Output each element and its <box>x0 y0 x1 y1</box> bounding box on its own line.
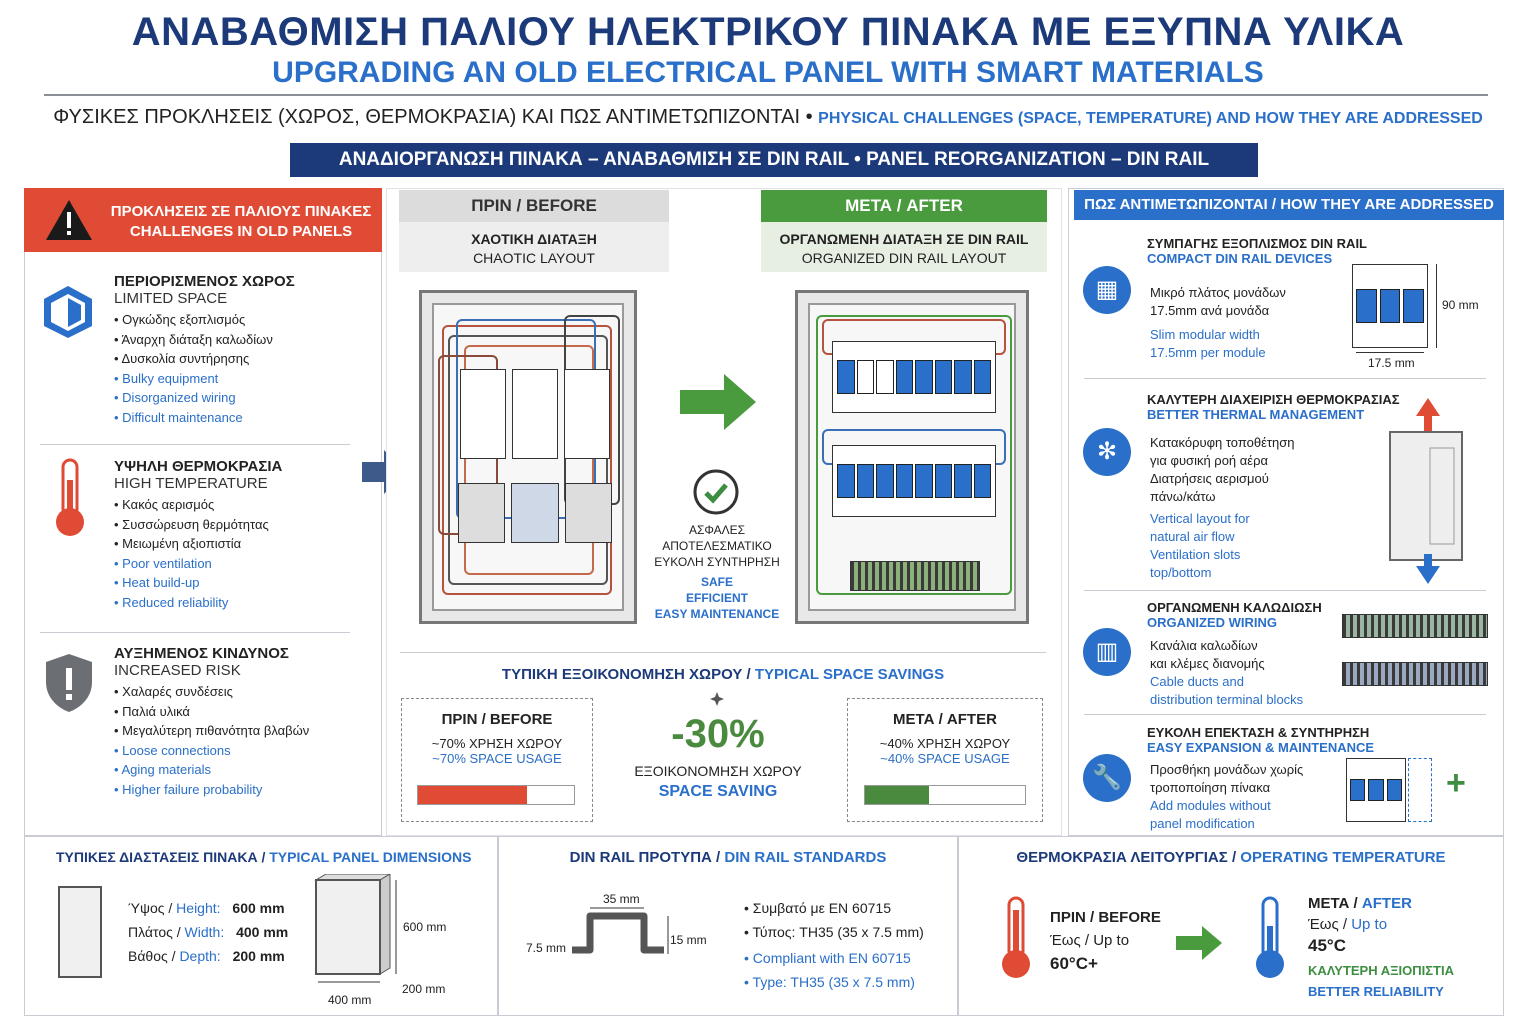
temperature-panel <box>958 836 1504 1016</box>
after-cabinet <box>795 290 1029 624</box>
cable-duct-icon: ▥ <box>1083 628 1131 676</box>
shield-icon <box>46 654 92 712</box>
din-modules <box>1346 758 1406 822</box>
page-subtitle-en: UPGRADING AN OLD ELECTRICAL PANEL WITH S… <box>272 56 1264 89</box>
din-rail-profile-icon <box>572 907 669 954</box>
before-cabinet <box>419 290 637 624</box>
divider <box>44 94 1488 96</box>
savings-title: ΤΥΠΙΚΗ ΕΞΟΙΚΟΝΟΜΗΣΗ ΧΩΡΟΥ / TYPICAL SPAC… <box>501 666 945 683</box>
din-title: DIN RAIL ΠΡΟΤΥΠΑ / DIN RAIL STANDARDS <box>569 849 887 866</box>
empty-module-slot <box>1408 758 1432 822</box>
savings-after-card: ΜΕΤΑ / AFTER ~40% ΧΡΗΣΗ ΧΩΡΟΥ ~40% SPACE… <box>847 698 1043 822</box>
temperature-after: ΜΕΤΑ / AFTER Έως / Up to 45°C ΚΑΛΥΤΕΡΗ Α… <box>1308 895 1454 999</box>
temperature-title: ΘΕΡΜΟΚΡΑΣΙΑ ΛΕΙΤΟΥΡΓΙΑΣ / OPERATING TEMP… <box>1016 849 1446 866</box>
cube-icon <box>44 286 92 338</box>
before-usage-bar <box>417 785 575 805</box>
savings-before-card: ΠΡΙΝ / BEFORE ~70% ΧΡΗΣΗ ΧΩΡΟΥ ~70% SPAC… <box>401 698 593 822</box>
din-device-icon: ▦ <box>1083 266 1131 314</box>
solution-wiring: ΟΡΓΑΝΩΜΕΝΗ ΚΑΛΩΔΙΩΣΗ ORGANIZED WIRING <box>1147 600 1322 630</box>
thermometer-hot-icon <box>1002 896 1030 978</box>
panel-3d-icon <box>314 874 397 983</box>
sparkle-icon <box>710 692 724 706</box>
terminal-block <box>1342 614 1488 638</box>
thermometer-cool-icon <box>1256 896 1284 978</box>
solution-thermal: ΚΑΛΥΤΕΡΗ ΔΙΑΧΕΙΡΙΣΗ ΘΕΡΜΟΚΡΑΣΙΑΣ BETTER … <box>1147 392 1400 422</box>
challenge-risk: ΑΥΞΗΜΕΝΟΣ ΚΙΝΔΥΝΟΣ INCREASED RISK Χαλαρέ… <box>114 645 309 799</box>
wrench-icon: 🔧 <box>1083 754 1131 802</box>
before-caption: ΧΑΟΤΙΚΗ ΔΙΑΤΑΞΗ CHAOTIC LAYOUT <box>399 222 669 272</box>
thermometer-icon <box>56 458 84 536</box>
arrow-right-icon <box>680 374 756 430</box>
after-caption: ΟΡΓΑΝΩΜΕΝΗ ΔΙΑΤΑΞΗ ΣΕ DIN RAIL ORGANIZED… <box>761 222 1047 272</box>
challenge-space: ΠΕΡΙΟΡΙΣΜΕΝΟΣ ΧΩΡΟΣ LIMITED SPACE Ογκώδη… <box>114 273 295 427</box>
plus-icon: + <box>1446 764 1466 802</box>
banner: ΑΝΑΔΙΟΡΓΑΝΩΣΗ ΠΙΝΑΚΑ – ΑΝΑΒΑΘΜΙΣΗ ΣΕ DIN… <box>290 143 1258 204</box>
din-spec-list: • Συμβατό με EN 60715 • Τύπος: TH35 (35 … <box>744 900 924 990</box>
before-header: ΠΡΙΝ / BEFORE <box>399 190 669 222</box>
savings-center: -30% ΕΞΟΙΚΟΝΟΜΗΣΗ ΧΩΡΟΥ SPACE SAVING <box>634 712 802 800</box>
challenges-header: ΠΡΟΚΛΗΣΕΙΣ ΣΕ ΠΑΛΙΟΥΣ ΠΙΝΑΚΕΣ CHALLENGES… <box>24 188 382 252</box>
check-circle-icon <box>693 469 739 515</box>
solutions-header: ΠΩΣ ΑΝΤΙΜΕΤΩΠΙΖΟΝΤΑΙ / HOW THEY ARE ADDR… <box>1074 190 1504 220</box>
ventilated-cabinet-icon <box>1389 398 1463 584</box>
temperature-before: ΠΡΙΝ / BEFORE Έως / Up to 60°C+ <box>1050 909 1161 973</box>
page-title: ΑΝΑΒΑΘΜΙΣΗ ΠΑΛΙΟΥ ΗΛΕΚΤΡΙΚΟΥ ΠΙΝΑΚΑ ΜΕ Ε… <box>131 10 1405 54</box>
dimensions-panel <box>24 836 498 1016</box>
terminal-block <box>1342 662 1488 686</box>
din-standards-panel <box>498 836 958 1016</box>
benefits: ΑΣΦΑΛΕΣ ΑΠΟΤΕΛΕΣΜΑΤΙΚΟ ΕΥΚΟΛΗ ΣΥΝΤΗΡΗΣΗ … <box>654 523 780 621</box>
warning-icon <box>46 200 92 240</box>
section-subtitle: ΦΥΣΙΚΕΣ ΠΡΟΚΛΗΣΕΙΣ (ΧΩΡΟΣ, ΘΕΡΜΟΚΡΑΣΙΑ) … <box>53 106 1483 128</box>
dimensions-list: Ύψος / Height: 600 mm Πλάτος / Width: 40… <box>128 900 289 964</box>
solution-expansion: ΕΥΚΟΛΗ ΕΠΕΚΤΑΣΗ & ΣΥΝΤΗΡΗΣΗ EASY EXPANSI… <box>1147 725 1375 755</box>
challenge-temperature: ΥΨΗΛΗ ΘΕΡΜΟΚΡΑΣΙΑ HIGH TEMPERATURE Κακός… <box>114 458 282 612</box>
panel-front-icon <box>58 886 102 978</box>
after-header: ΜΕΤΑ / AFTER <box>761 190 1047 222</box>
after-usage-bar <box>864 785 1026 805</box>
solution-compact: ΣΥΜΠΑΓΗΣ ΕΞΟΠΛΙΣΜΟΣ DIN RAIL COMPACT DIN… <box>1147 236 1367 266</box>
fan-icon: ✻ <box>1083 428 1131 476</box>
arrow-right-icon <box>1176 926 1222 960</box>
din-modules <box>1352 264 1428 348</box>
dimensions-title: ΤΥΠΙΚΕΣ ΔΙΑΣΤΑΣΕΙΣ ΠΙΝΑΚΑ / TYPICAL PANE… <box>56 849 472 865</box>
